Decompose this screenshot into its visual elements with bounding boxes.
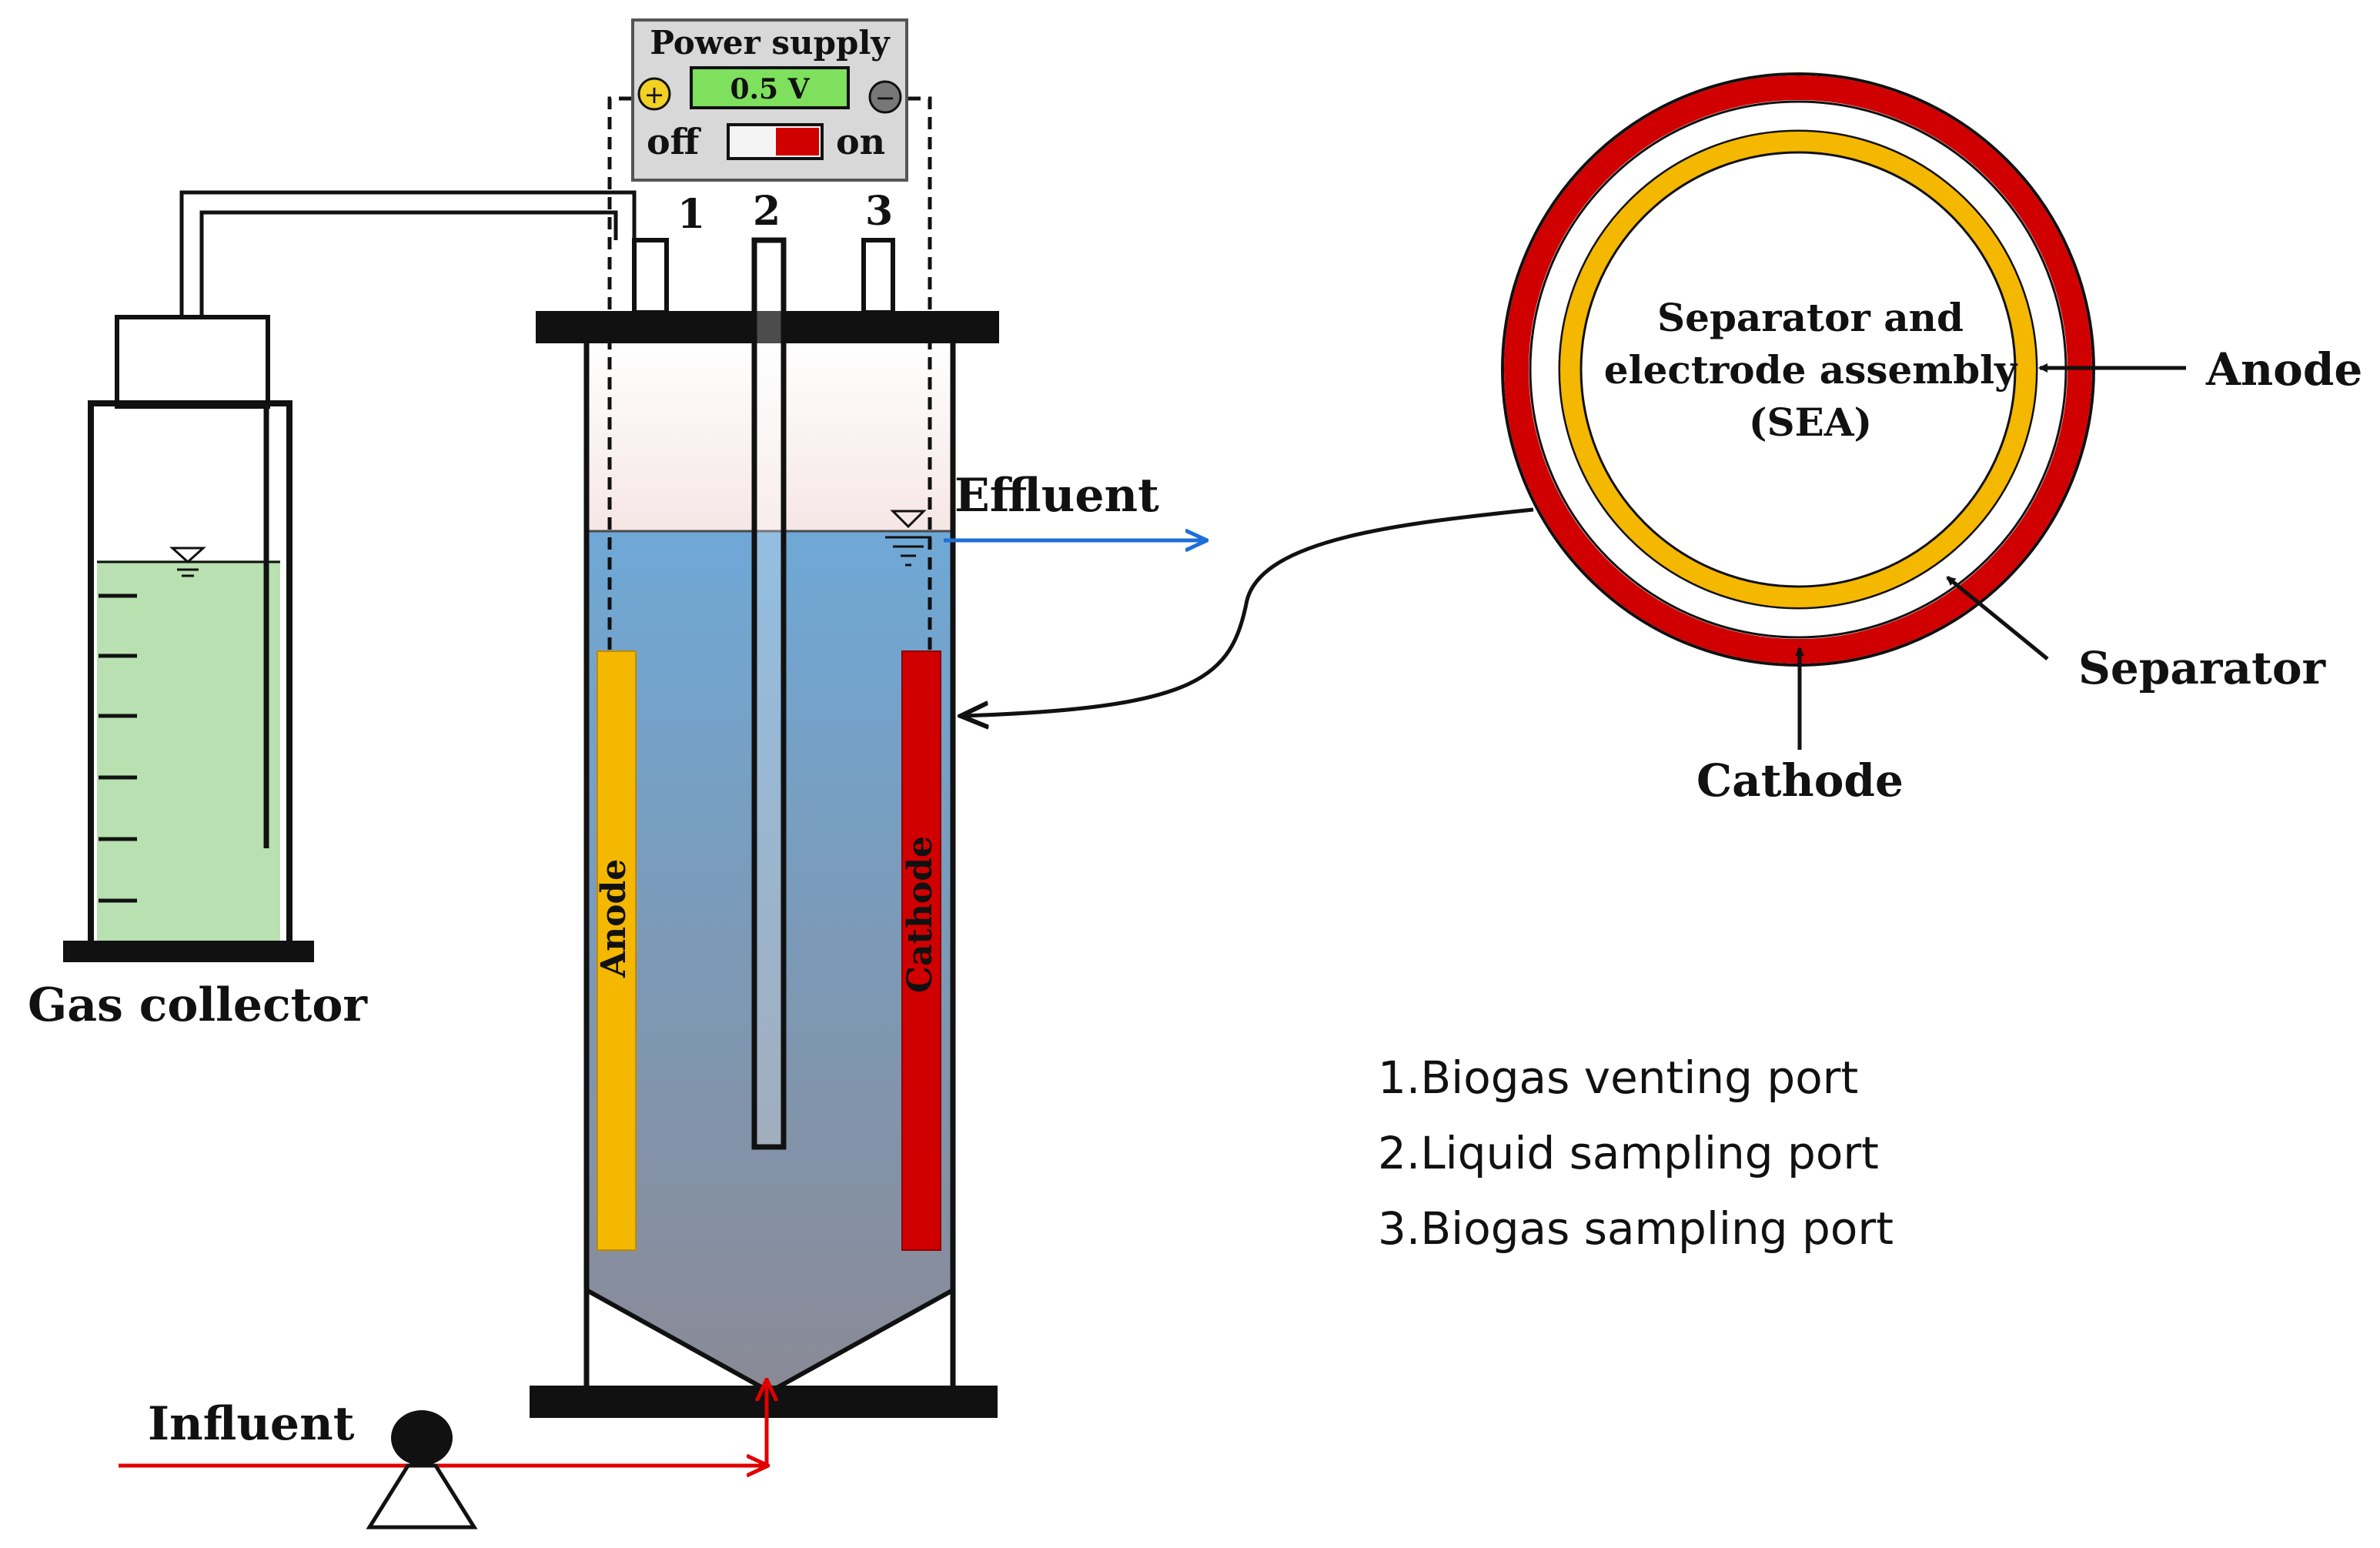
gas-collector-scale <box>99 593 137 903</box>
sea-title-line1: Separator and <box>1657 295 1964 340</box>
positive-terminal-icon: + <box>637 77 671 111</box>
power-switch-knob <box>776 128 819 155</box>
gas-collector: Gas collector <box>28 315 368 1032</box>
port-3 <box>861 238 895 315</box>
voltage-display <box>690 66 850 109</box>
gas-collector-level-marker <box>97 547 280 577</box>
switch-on-label: on <box>836 121 885 162</box>
gas-collector-label: Gas collector <box>28 978 368 1032</box>
cathode-electrode-label: Cathode <box>901 836 940 993</box>
reactor-bottom-plate <box>530 1386 998 1418</box>
sea-connector-arrow <box>962 507 1534 716</box>
gas-collector-liquid <box>97 560 280 941</box>
reactor-level-marker <box>885 510 931 567</box>
reactor-top-plate <box>536 311 999 343</box>
legend-item-1: 1.Biogas venting port <box>1378 1052 1858 1104</box>
effluent: Effluent <box>944 469 1205 540</box>
sea-title-line3: (SEA) <box>1749 400 1872 445</box>
anode-electrode <box>597 650 637 1251</box>
sea-cross-section: Separator and electrode assembly (SEA) A… <box>1501 72 2362 807</box>
gas-collector-cap <box>115 315 270 409</box>
gas-collector-outer <box>88 400 292 942</box>
cathode-electrode <box>901 650 941 1251</box>
sea-separator-label: Separator <box>2078 642 2327 694</box>
sea-title-line2: electrode assembly <box>1604 347 2018 393</box>
svg-text:+: + <box>644 80 665 109</box>
gas-pipe <box>179 190 637 317</box>
legend-item-2: 2.Liquid sampling port <box>1378 1127 1879 1179</box>
anode-electrode-label: Anode <box>594 859 633 978</box>
negative-terminal-icon: − <box>868 80 902 114</box>
port-1-label: 1 <box>677 191 705 238</box>
voltage-readout: 0.5 V <box>730 73 810 105</box>
reactor-wall <box>583 339 956 1392</box>
pump-icon <box>366 1410 478 1530</box>
sea-anode-label: Anode <box>2205 343 2362 396</box>
reactor-liquid <box>587 531 953 1392</box>
reactor-headspace <box>587 339 953 531</box>
reactor: 1 2 3 Anode Cathode <box>530 96 999 1418</box>
influent-label: Influent <box>148 1397 355 1451</box>
effluent-label: Effluent <box>954 469 1159 523</box>
port-1 <box>632 238 669 315</box>
electrode-wires <box>607 96 932 651</box>
switch-off-label: off <box>647 121 702 162</box>
sea-anode-ring <box>1560 132 2036 607</box>
influent: Influent <box>119 1381 767 1530</box>
legend-item-3: 3.Biogas sampling port <box>1378 1202 1894 1255</box>
sea-cathode-label: Cathode <box>1696 754 1904 807</box>
port-2-label: 2 <box>753 188 781 235</box>
svg-text:−: − <box>875 83 896 112</box>
power-switch[interactable] <box>727 123 824 160</box>
port-2-sampling-tube <box>751 237 787 1150</box>
sea-separator-pointer <box>1946 576 2049 660</box>
port-3-label: 3 <box>865 188 893 235</box>
port-legend: 1.Biogas venting port 2.Liquid sampling … <box>1378 1052 1894 1255</box>
gas-collector-base <box>63 941 314 962</box>
power-supply: Power supply 0.5 V + − off on <box>631 18 908 182</box>
power-supply-title: Power supply <box>650 24 891 62</box>
